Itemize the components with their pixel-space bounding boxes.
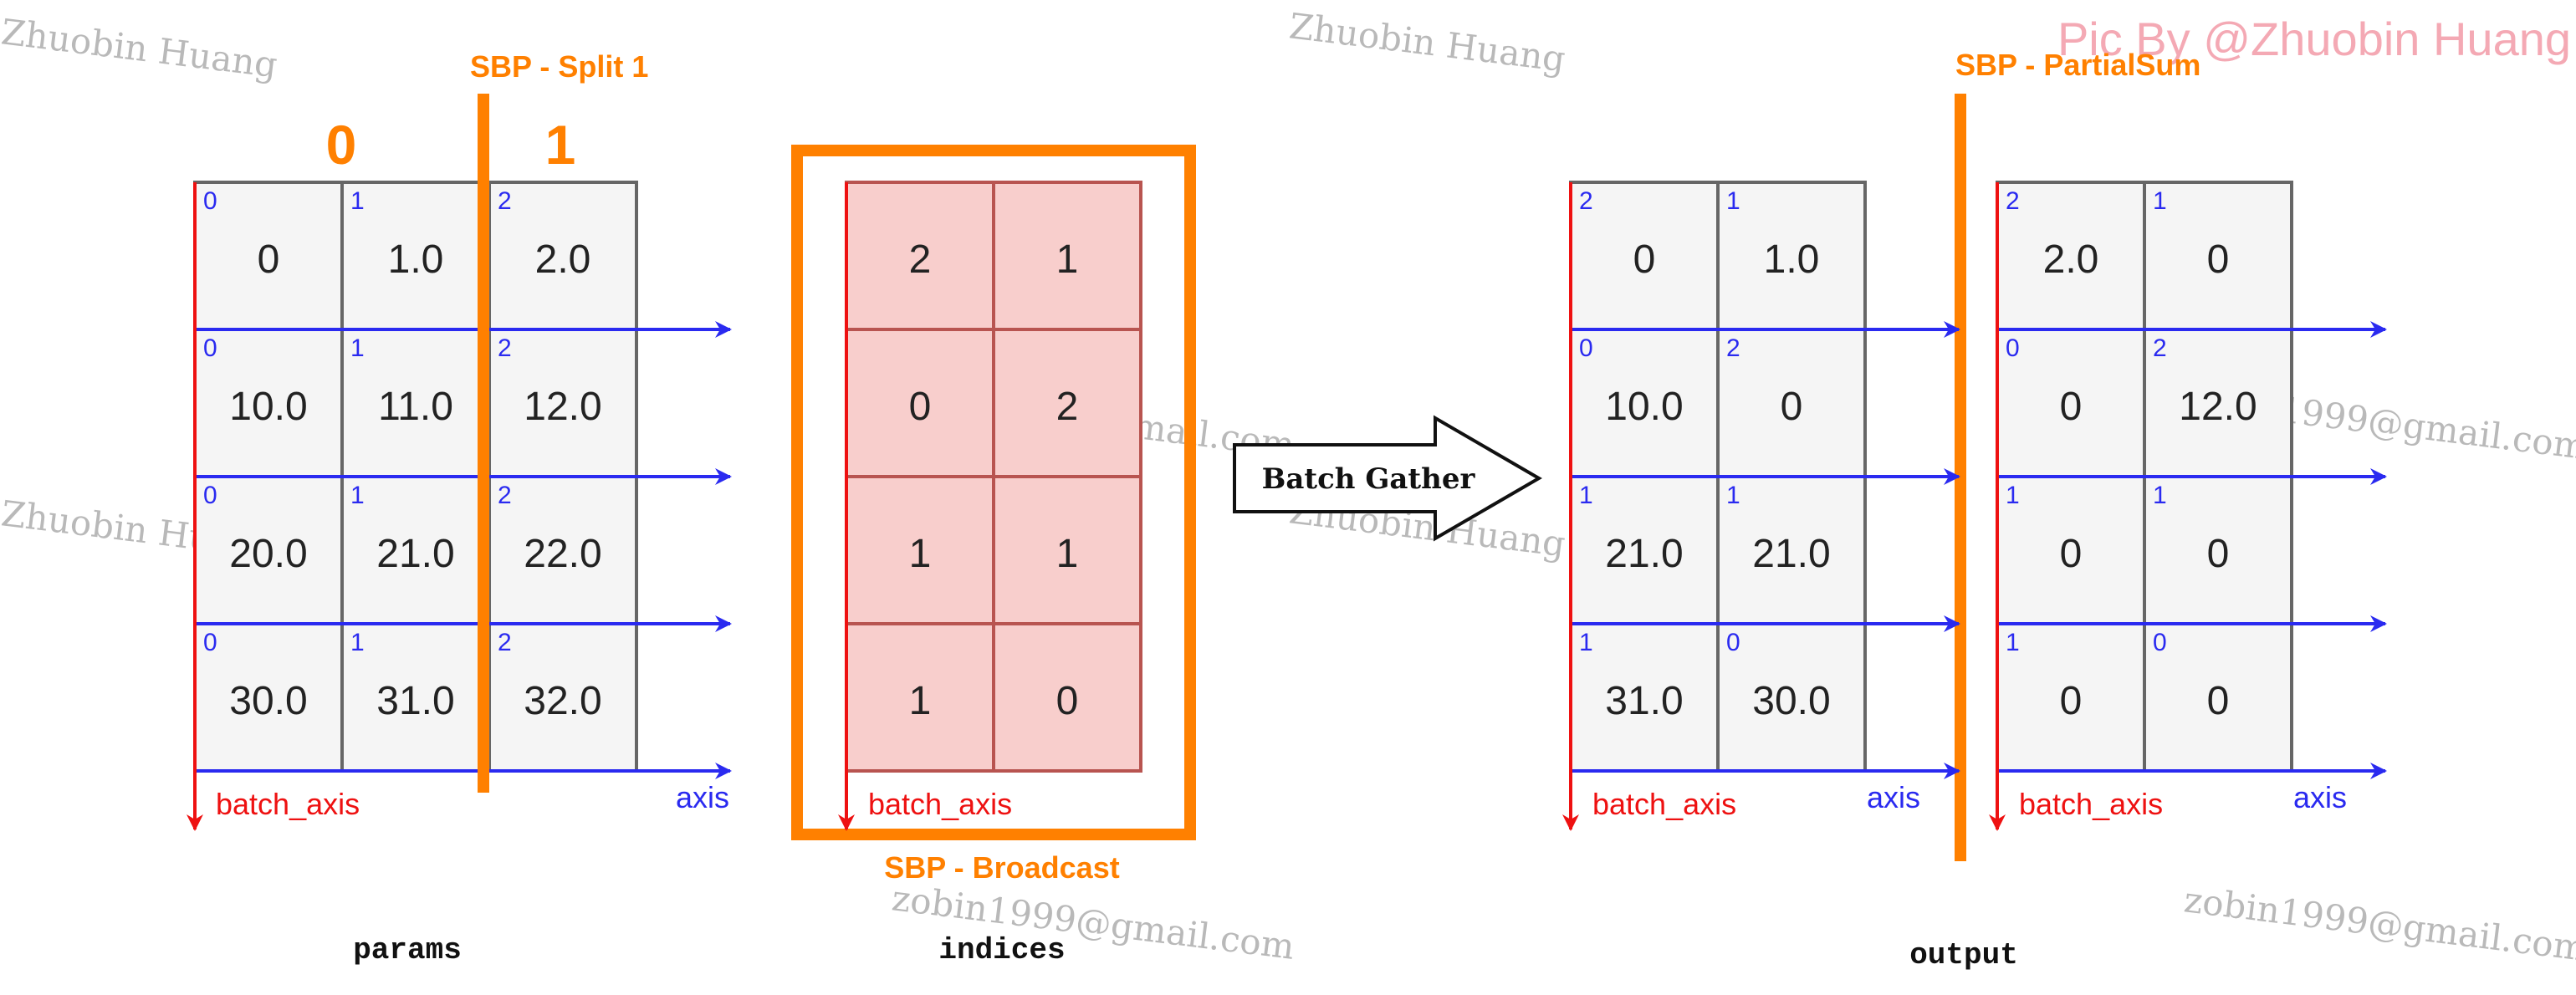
indices-batch-axis-label: batch_axis — [868, 787, 1012, 821]
params-cell-value: 22.0 — [524, 532, 601, 576]
indices-cell-value: 1 — [909, 679, 932, 723]
indices-cell-value: 1 — [1056, 237, 1079, 282]
output-right-cell-value: 2.0 — [2043, 237, 2099, 282]
params-cell-source-index: 2 — [498, 482, 512, 509]
output-right-cell-source-index: 1 — [2006, 482, 2020, 509]
params-cell-source-index: 2 — [498, 629, 512, 656]
params-cell-value: 11.0 — [378, 385, 453, 429]
indices-tensor: 2 1 0 2 1 1 1 0 — [838, 181, 1142, 831]
params-cell-source-index: 0 — [203, 187, 217, 215]
params-cell-value: 0 — [258, 237, 280, 282]
params-tensor: 001.012.0210.0011.0112.0220.0021.0122.02… — [187, 181, 732, 831]
params-axis-label: axis — [676, 780, 729, 814]
output-left-cell-value: 10.0 — [1605, 385, 1683, 429]
params-cell-source-index: 1 — [350, 482, 365, 509]
watermark-credit: Pic By @Zhuobin Huang — [2057, 13, 2571, 65]
output-right-cell-source-index: 1 — [2006, 629, 2020, 656]
output-right-cell-value: 0 — [2207, 532, 2230, 576]
output-left-cell-source-index: 2 — [1579, 187, 1593, 215]
output-left-cell-source-index: 0 — [1726, 629, 1740, 656]
output-right-cell-source-index: 0 — [2153, 629, 2167, 656]
output-right-cell-source-index: 2 — [2006, 187, 2020, 215]
output-left-cell-source-index: 1 — [1726, 482, 1740, 509]
batch-gather-label: Batch Gather — [1262, 462, 1476, 496]
output-right-cell-source-index: 1 — [2153, 482, 2167, 509]
output-right-cell-value: 12.0 — [2179, 385, 2257, 429]
output-annotations-top: SBP - PartialSum — [1955, 48, 2200, 861]
output-sbp-label: SBP - PartialSum — [1955, 48, 2200, 82]
indices-cell-value: 0 — [909, 385, 932, 429]
output-left-cell-source-index: 0 — [1579, 334, 1593, 362]
params-cell-source-index: 0 — [203, 629, 217, 656]
output-left-cell-value: 0 — [1633, 237, 1656, 282]
params-sbp-label: SBP - Split 1 — [470, 49, 648, 84]
indices-cell-value: 2 — [1056, 385, 1079, 429]
indices-sbp-label: SBP - Broadcast — [884, 850, 1119, 885]
params-cell-value: 2.0 — [535, 237, 591, 282]
indices-broadcast-frame — [791, 145, 1196, 840]
output-left-cell-source-index: 1 — [1579, 629, 1593, 656]
output-right-cell-value: 0 — [2060, 532, 2083, 576]
indices-caption: indices — [938, 933, 1065, 967]
output-right-batch-axis-label: batch_axis — [2019, 787, 2163, 821]
params-cell-source-index: 0 — [203, 482, 217, 509]
output-left-cell-value: 30.0 — [1752, 679, 1830, 723]
output-right-cell-value: 0 — [2060, 385, 2083, 429]
indices-cell-value: 2 — [909, 237, 932, 282]
output-left-cell-source-index: 2 — [1726, 334, 1740, 362]
output-left-batch-axis-label: batch_axis — [1592, 787, 1736, 821]
params-cell-source-index: 0 — [203, 334, 217, 362]
output-right-cell-value: 0 — [2060, 679, 2083, 723]
params-cell-source-index: 2 — [498, 187, 512, 215]
params-cell-source-index: 1 — [350, 187, 365, 215]
output-right-cell-value: 0 — [2207, 237, 2230, 282]
params-cell-source-index: 1 — [350, 629, 365, 656]
params-part-label-1: 1 — [545, 114, 576, 176]
params-cell-value: 10.0 — [229, 385, 307, 429]
params-cell-value: 1.0 — [388, 237, 444, 282]
watermark-email-4: zobin1999@gmail.com — [2182, 879, 2576, 969]
params-cell-value: 32.0 — [524, 679, 601, 723]
output-right-cell-source-index: 2 — [2153, 334, 2167, 362]
params-cell-value: 31.0 — [376, 679, 454, 723]
indices-cell-value: 1 — [909, 532, 932, 576]
params-annotations: SBP - Split 1 0 1 batch_axis axis params — [216, 49, 729, 967]
params-cell-value: 20.0 — [229, 532, 307, 576]
params-batch-axis-label: batch_axis — [216, 787, 360, 821]
output-left-cell-source-index: 1 — [1579, 482, 1593, 509]
params-cell-source-index: 2 — [498, 334, 512, 362]
output-left-cell-value: 1.0 — [1764, 237, 1820, 282]
output-left-cell-value: 0 — [1781, 385, 1803, 429]
indices-annotations: batch_axis SBP - Broadcast indices — [868, 787, 1120, 967]
output-caption: output — [1909, 938, 2018, 972]
output-left-cell-source-index: 1 — [1726, 187, 1740, 215]
params-cell-source-index: 1 — [350, 334, 365, 362]
output-left-axis-label: axis — [1867, 780, 1920, 814]
watermark-author-1: Zhuobin Huang — [0, 11, 279, 85]
batch-gather-arrow: Batch Gather — [1233, 415, 1542, 542]
params-cell-value: 21.0 — [376, 532, 454, 576]
params-cell-value: 30.0 — [229, 679, 307, 723]
output-right-cell-source-index: 0 — [2006, 334, 2020, 362]
indices-cell-value: 0 — [1056, 679, 1079, 723]
output-left-cell-value: 31.0 — [1605, 679, 1683, 723]
watermark-author-2: Zhuobin Huang — [1287, 5, 1567, 79]
batch-gather-arrow-shape — [1233, 415, 1542, 542]
output-left-cell-value: 21.0 — [1605, 532, 1683, 576]
params-cell-value: 12.0 — [524, 385, 601, 429]
output-tensor-right: 2.0 2 0 1 0 0 12.0 2 0 1 0 1 0 1 0 0 — [1989, 181, 2387, 831]
indices-cell-value: 1 — [1056, 532, 1079, 576]
params-caption: params — [353, 933, 462, 967]
output-left-cell-value: 21.0 — [1752, 532, 1830, 576]
output-right-axis-label: axis — [2293, 780, 2347, 814]
params-part-label-0: 0 — [326, 114, 357, 176]
output-right-cell-source-index: 1 — [2153, 187, 2167, 215]
output-annotations: batch_axis axis batch_axis axis output — [1592, 780, 2347, 972]
output-right-cell-value: 0 — [2207, 679, 2230, 723]
